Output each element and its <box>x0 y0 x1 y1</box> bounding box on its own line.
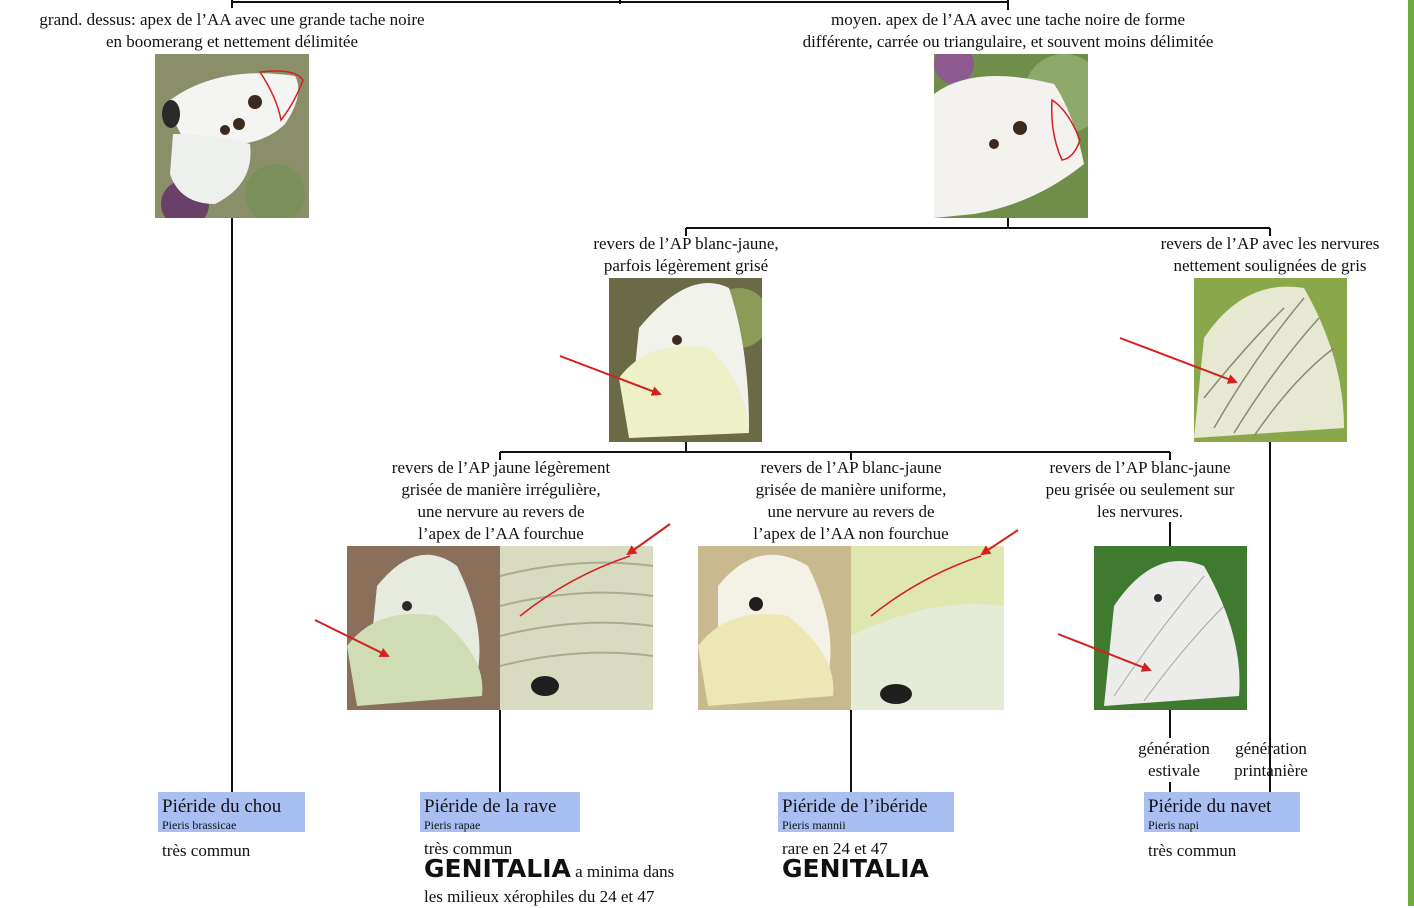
red-arrow-icon <box>560 356 660 394</box>
red-arrow-icon <box>1120 338 1236 382</box>
species-common-name: Piéride du chou <box>162 796 301 818</box>
species-label-rapae: Piéride de la rave Pieris rapae <box>420 792 580 832</box>
species-label-napi: Piéride du navet Pieris napi <box>1144 792 1300 832</box>
species-common-name: Piéride du navet <box>1148 796 1296 818</box>
status-brassicae: très commun <box>162 840 250 862</box>
species-label-brassicae: Piéride du chou Pieris brassicae <box>158 792 305 832</box>
status-napi: très commun <box>1148 840 1236 862</box>
species-latin-name: Pieris brassicae <box>162 818 301 832</box>
note-rapae: les milieux xérophiles du 24 et 47 <box>424 886 654 908</box>
genitalia-label: GENITALIA <box>782 854 929 883</box>
genitalia-label: GENITALIA <box>424 854 571 883</box>
species-latin-name: Pieris napi <box>1148 818 1296 832</box>
genitalia-note: a minima dans <box>575 862 674 881</box>
red-arrow-icon <box>1058 634 1150 670</box>
species-label-mannii: Piéride de l’ibéride Pieris mannii <box>778 792 954 832</box>
species-latin-name: Pieris rapae <box>424 818 576 832</box>
red-arrow-icon <box>628 524 670 554</box>
species-common-name: Piéride de l’ibéride <box>782 796 950 818</box>
genitalia-mannii: GENITALIA <box>782 858 929 883</box>
species-latin-name: Pieris mannii <box>782 818 950 832</box>
genitalia-rapae: GENITALIA a minima dans <box>424 858 674 883</box>
species-common-name: Piéride de la rave <box>424 796 576 818</box>
red-arrow-icon <box>982 530 1018 554</box>
red-arrow-icon <box>315 620 388 656</box>
